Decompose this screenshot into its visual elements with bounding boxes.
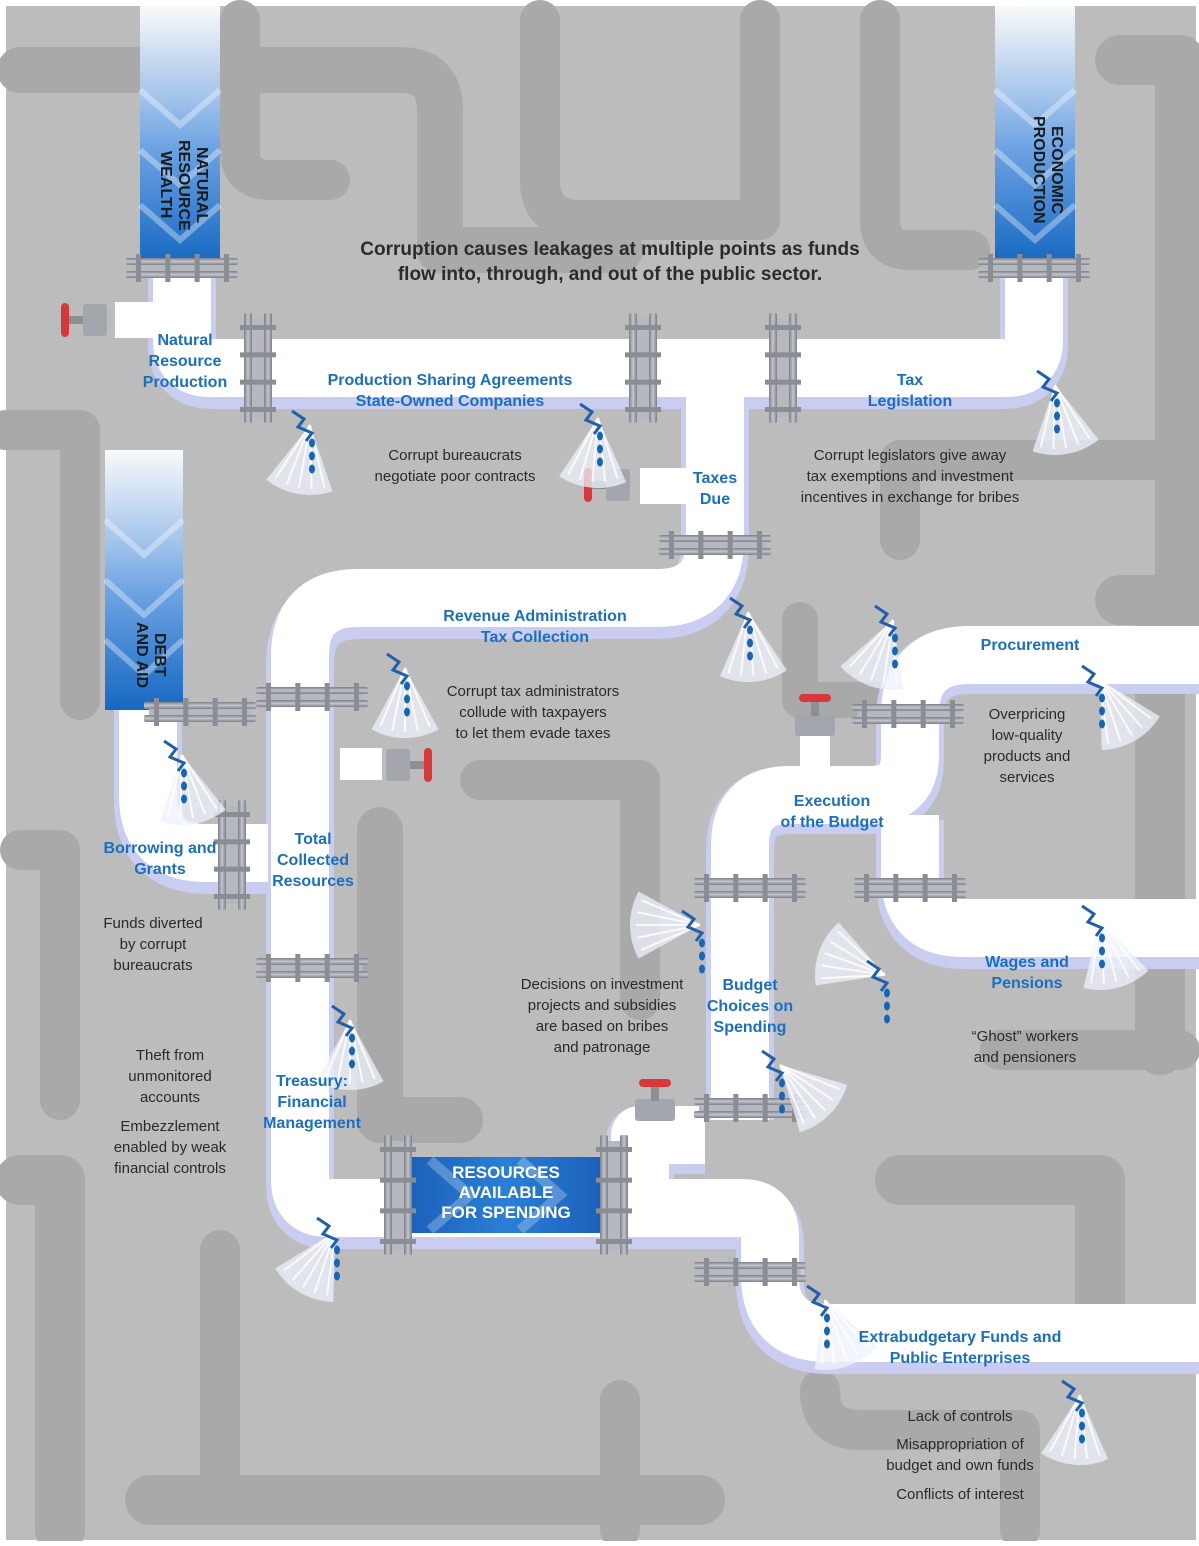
source-columns [102,6,1077,710]
leak-10 [815,922,890,1024]
flange-h-5 [854,874,966,902]
leak-7 [1081,664,1160,750]
leak-note-poor-contracts: Corrupt bureaucrats negotiate poor contr… [374,447,536,485]
leak-note-evade-taxes: Corrupt tax administrators collude with … [446,683,620,742]
resources-available-pipe [404,1156,608,1234]
label-treasury: Treasury: Financial Management [263,1073,361,1132]
flange-5 [596,1135,632,1255]
flange-h-8 [144,698,256,726]
leak-15 [1041,1379,1109,1465]
flange-h-2 [256,954,368,982]
leak-12 [761,1049,848,1133]
economic-production-column [995,6,1075,264]
leak-note-embezzlement: Embezzlement enabled by weak financial c… [113,1118,227,1177]
leak-6 [840,604,904,690]
natural-resource-column [140,6,220,264]
headline: Corruption causes leakages at multiple p… [360,239,860,285]
label-budget-choices: Budget Choices on Spending [706,977,794,1036]
debt-aid-column [105,450,183,710]
source-economic-production: ECONOMIC PRODUCTION [1030,116,1065,224]
flange-2 [765,313,801,423]
leak-note-tax-exemptions: Corrupt legislators give away tax exempt… [800,447,1020,506]
leak-3 [719,596,787,682]
source-debt-and-aid: DEBT AND AID [133,621,168,689]
leak-note-funds-diverted: Funds diverted by corrupt bureaucrats [103,915,203,974]
leak-13 [275,1216,340,1302]
leak-11 [316,1004,384,1090]
leak-0 [266,409,333,495]
flange-1 [625,313,661,423]
flange-h-10 [126,254,238,282]
leak-9 [1081,904,1149,990]
valve-3 [795,694,835,736]
leak-4 [371,652,439,739]
flange-h-1 [256,683,368,711]
label-execution-of-budget: Execution of the Budget [780,793,884,831]
flange-h-3 [852,700,964,728]
leak-note-lack-of-controls: Lack of controls [907,1408,1013,1425]
flange-h-4 [694,874,806,902]
label-taxes-due: Taxes Due [692,470,738,508]
main-pipes [119,255,1199,1362]
valve-2 [386,748,432,782]
label-resources-available: RESOURCES AVAILABLE FOR SPENDING [441,1163,571,1222]
leak-points [159,369,1160,1465]
leak-note-ghost-workers: “Ghost” workers and pensioners [971,1028,1079,1066]
leak-note-overpricing: Overpricing low-quality products and ser… [983,706,1071,786]
flange-h-0 [659,531,771,559]
flange-4 [380,1135,416,1255]
flange-0 [240,313,276,423]
flange-h-6 [694,1094,806,1122]
label-procurement: Procurement [980,637,1080,654]
leak-1 [559,402,627,488]
flange-3 [214,800,250,910]
valve-0 [61,303,107,337]
leak-note-conflicts-of-interest: Conflicts of interest [896,1486,1024,1503]
leak-8 [630,891,705,974]
flange-h-9 [978,254,1090,282]
source-natural-resource-wealth: NATURAL RESOURCE WEALTH [157,139,210,231]
label-total-collected-resources: Total Collected Resources [272,831,354,890]
leak-note-theft: Theft from unmonitored accounts [128,1047,212,1106]
leak-note-investment-decisions: Decisions on investment projects and sub… [520,976,684,1056]
valve-stubs [115,302,830,780]
label-revenue-administration: Revenue Administration Tax Collection [443,608,627,646]
pipe-flanges [126,254,1090,1286]
label-wages-and-pensions: Wages and Pensions [985,954,1069,992]
leak-2 [1032,369,1099,455]
leak-note-misappropriation: Misappropriation of budget and own funds [886,1436,1034,1474]
label-natural-resource-production: Natural Resource Production [142,332,228,391]
label-extrabudgetary-funds: Extrabudgetary Funds and Public Enterpri… [858,1329,1062,1367]
flange-h-7 [694,1258,806,1286]
label-tax-legislation: Tax Legislation [867,372,953,410]
leak-14 [806,1284,878,1371]
label-borrowing-and-grants: Borrowing and Grants [103,840,217,878]
label-production-sharing: Production Sharing Agreements State-Owne… [327,372,573,410]
valve-4 [635,1079,675,1121]
leak-5 [159,739,226,825]
